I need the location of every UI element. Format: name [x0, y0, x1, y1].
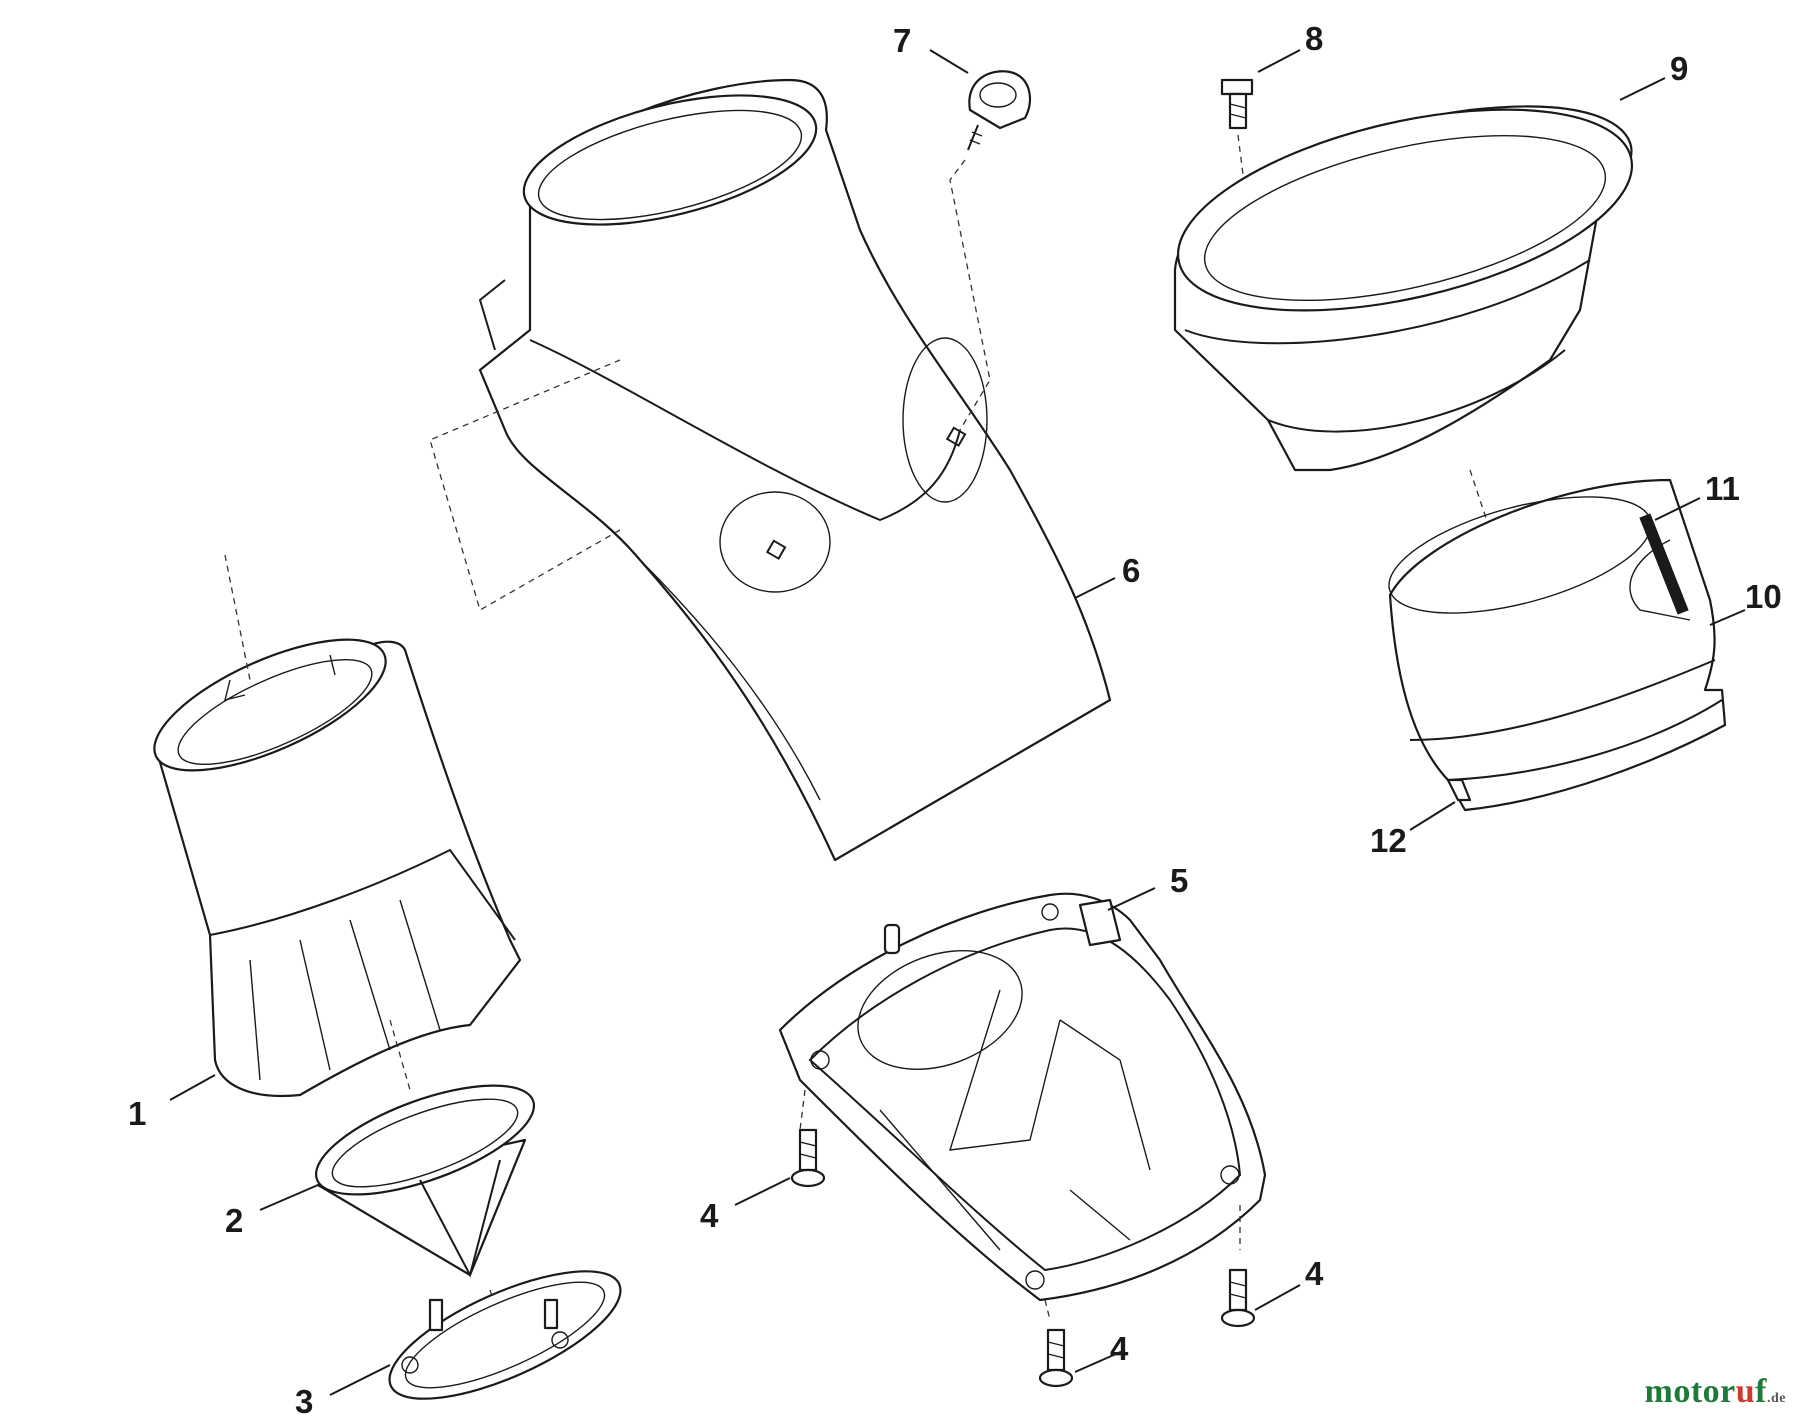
part-1-duct	[153, 554, 522, 1097]
watermark-accent-letter: u	[1735, 1373, 1756, 1410]
callout-6: 6	[1122, 552, 1140, 589]
callout-4-right: 4	[1305, 1255, 1324, 1292]
part-6-chute	[429, 78, 1112, 862]
part-11-strip	[1639, 513, 1689, 615]
part-3-ring	[388, 1270, 622, 1400]
callout-numbers: 1 2 3 4 4 4 5 6 7 8 9 11 10 12	[128, 20, 1782, 1420]
callout-11: 11	[1705, 470, 1740, 507]
watermark-tld: .de	[1767, 1391, 1786, 1406]
callout-12: 12	[1370, 822, 1407, 859]
watermark-name-start: motor	[1644, 1373, 1736, 1410]
leader-lines	[169, 49, 1746, 1396]
callout-3: 3	[295, 1383, 313, 1420]
watermark-name-end: f	[1755, 1373, 1767, 1410]
part-10-sleeve	[1388, 478, 1727, 812]
callout-4-left: 4	[700, 1197, 719, 1234]
callout-7: 7	[893, 22, 911, 59]
part-4-screw-a	[790, 1128, 826, 1188]
callout-10: 10	[1745, 578, 1782, 615]
part-5-base	[778, 892, 1267, 1321]
part-12-tab	[1446, 778, 1472, 802]
part-9-deflector	[1173, 105, 1634, 561]
callout-4-bottom: 4	[1110, 1330, 1129, 1367]
callout-1: 1	[128, 1095, 146, 1132]
callout-5: 5	[1170, 862, 1188, 899]
part-7-knob	[949, 70, 1032, 431]
part-4-screw-c	[1220, 1268, 1256, 1328]
callout-2: 2	[225, 1202, 243, 1239]
part-2-cone	[314, 1084, 536, 1336]
callout-8: 8	[1305, 20, 1323, 57]
part-4-screw-b	[1038, 1328, 1074, 1388]
callout-9: 9	[1670, 50, 1688, 87]
watermark-logo[interactable]: motoruf.de	[1645, 1373, 1787, 1411]
